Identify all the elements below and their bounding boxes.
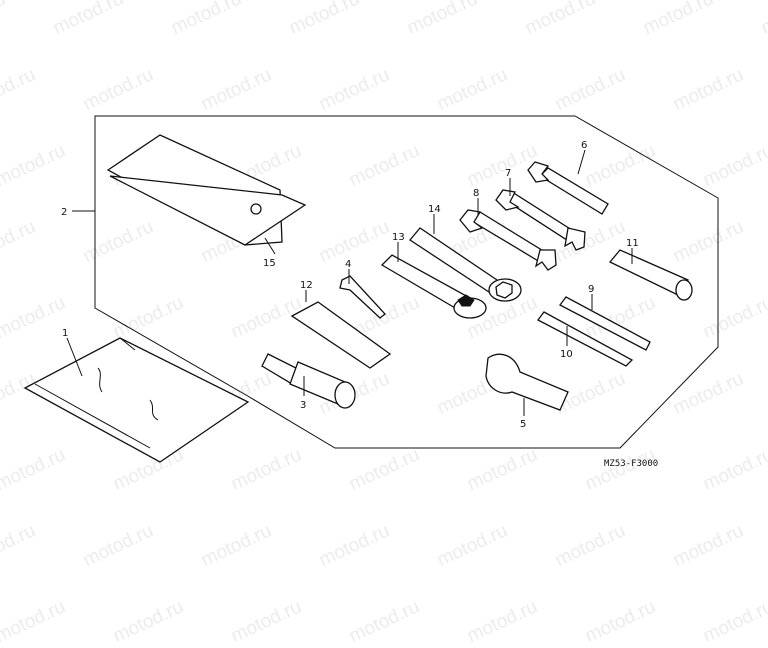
part-8-open-wrench (459, 209, 557, 271)
diagram-code: MZ53-F3000 (604, 459, 658, 469)
part-6-open-wrench (527, 161, 609, 215)
leader-lines (66, 149, 633, 416)
part-10-screwdriver (537, 311, 634, 367)
parts-diagram: 1 2 3 4 5 6 7 8 9 10 11 12 13 14 15 MZ53… (23, 115, 719, 469)
part-13-box-wrench (380, 254, 487, 319)
part-12-handle (290, 301, 392, 369)
part-11-socket (608, 249, 693, 301)
callout-13: 13 (392, 232, 405, 243)
callout-6: 6 (581, 140, 587, 151)
callout-5: 5 (520, 419, 526, 430)
callout-4: 4 (345, 259, 351, 270)
watermark-text: motod.ru (582, 596, 659, 648)
callout-1: 1 (62, 328, 68, 339)
part-9-screwdriver (559, 296, 651, 351)
callout-14: 14 (428, 204, 441, 215)
callout-10: 10 (560, 349, 573, 360)
watermark-text: motod.ru (0, 596, 69, 648)
part-5-pin-spanner (485, 353, 569, 411)
watermark-text: motod.ru (700, 596, 768, 648)
part-14-box-wrench (409, 227, 522, 302)
watermark-text: motod.ru (228, 596, 305, 648)
callout-11: 11 (626, 238, 639, 249)
watermark-text: motod.ru (346, 596, 423, 648)
callout-8: 8 (473, 188, 479, 199)
callout-12: 12 (300, 280, 313, 291)
watermark-text: motod.ru (464, 596, 541, 648)
group-outline (94, 115, 719, 449)
part-1-bag (23, 337, 250, 463)
part-7-open-wrench (495, 189, 586, 251)
callout-3: 3 (300, 400, 306, 411)
callout-15: 15 (263, 258, 276, 269)
callout-9: 9 (588, 284, 594, 295)
part-3-plug-wrench (261, 353, 356, 409)
part-4-hex-key (339, 275, 386, 319)
callout-2: 2 (61, 207, 67, 218)
watermark-text: motod.ru (110, 596, 187, 648)
callout-7: 7 (505, 168, 511, 179)
part-2-tool-bag (106, 134, 307, 246)
